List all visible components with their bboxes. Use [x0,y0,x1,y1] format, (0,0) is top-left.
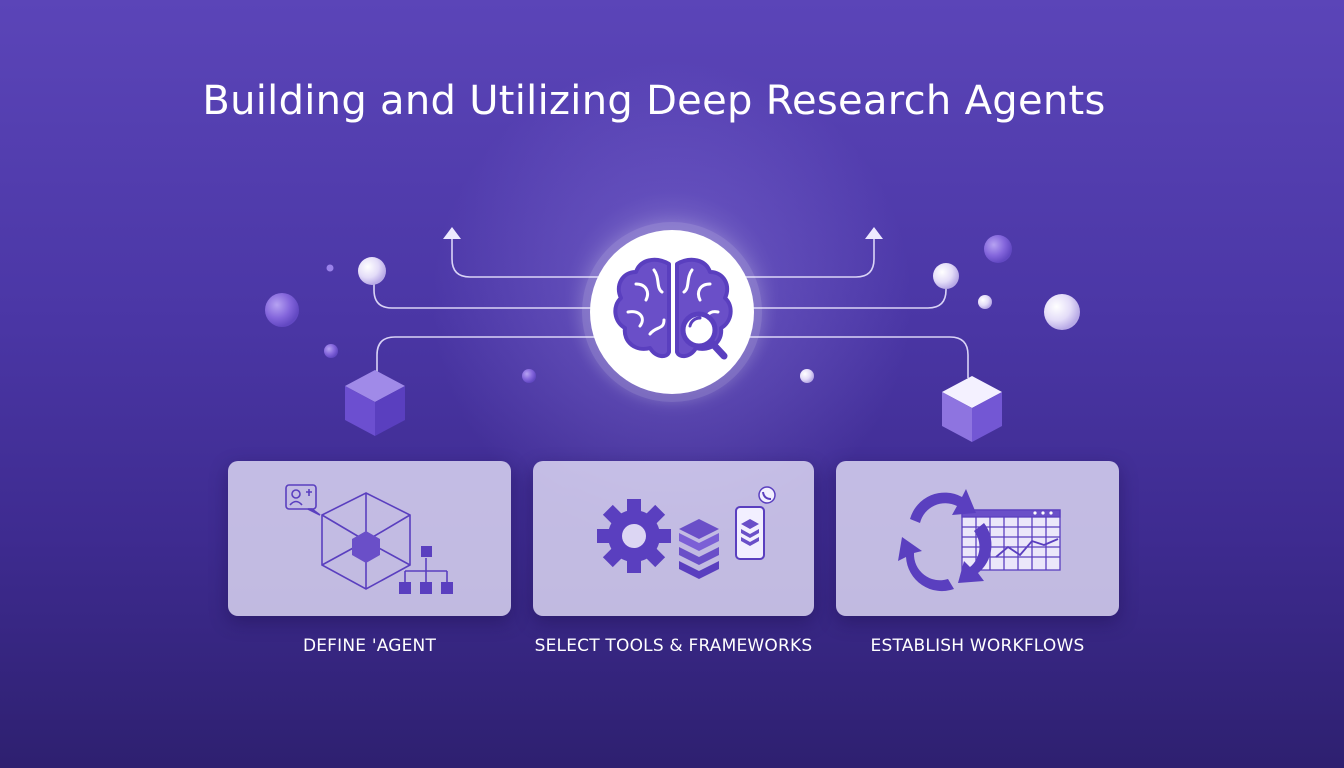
phone-icon [735,486,776,560]
arrow-up-right-icon [865,227,883,239]
sphere-light [978,295,992,309]
hub-diagram [265,222,1080,442]
sphere-purple [326,264,334,272]
step-card-establish-workflows [836,461,1119,616]
step-label-select-tools: SELECT TOOLS & FRAMEWORKS [534,636,813,656]
agent-cube-hierarchy-icon [285,484,453,594]
step-card-define-agent [228,461,511,616]
connector-right-low [744,336,969,378]
connector-left-mid [373,283,595,309]
sphere-purple [265,293,299,327]
cycle-chart-icon [898,489,1061,592]
cube-right-icon [942,376,1002,442]
connector-lines [373,238,969,378]
connector-right-up [744,238,875,278]
gear-stack-phone-icon [597,486,776,579]
sphere-purple [984,235,1012,263]
arrow-up-left-icon [443,227,461,239]
sphere-light [800,369,814,383]
connector-left-up [451,238,600,278]
sphere-purple [522,369,536,383]
step-label-establish-workflows: ESTABLISH WORKFLOWS [870,636,1085,656]
floating-spheres [265,235,1080,383]
step-card-select-tools [533,461,814,616]
magnifier-icon [680,311,728,360]
page-title: Building and Utilizing Deep Research Age… [202,78,1106,124]
brain-hub [582,222,762,402]
cube-left-icon [345,370,405,436]
sphere-light [358,257,386,285]
refresh-cycle-icon [898,489,992,592]
sphere-light [933,263,959,289]
layer-stack-icon [679,519,719,579]
sphere-light [1044,294,1080,330]
step-label-define-agent: DEFINE 'AGENT [302,636,437,656]
connector-right-mid [750,283,947,309]
connector-left-low [376,336,600,372]
sphere-purple [324,344,338,358]
